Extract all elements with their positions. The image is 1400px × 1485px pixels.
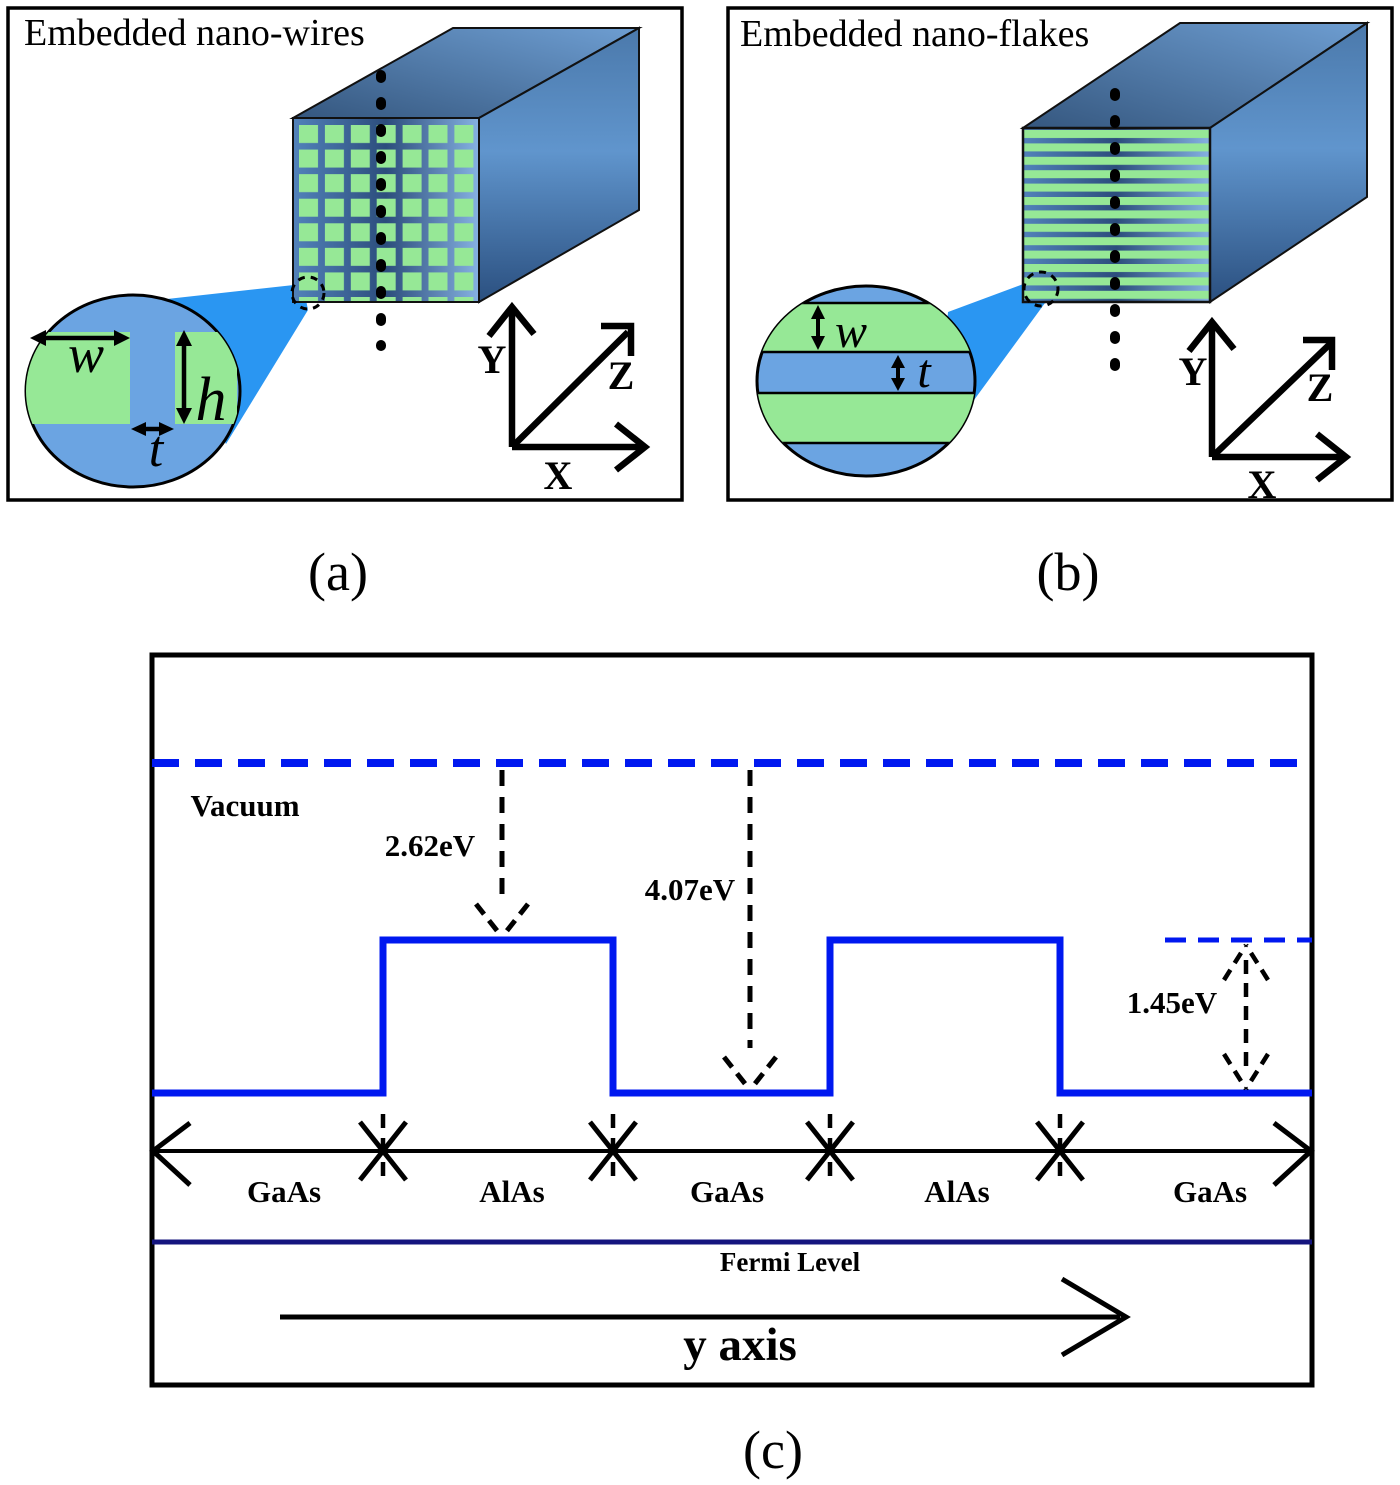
- height-label: h: [196, 366, 227, 434]
- axis-label-x-b: X: [1248, 462, 1277, 507]
- magnifier-cross-section-b: w t: [755, 284, 977, 478]
- z-axis-line-b: [1209, 341, 1333, 460]
- panel-c-band-diagram: Vacuum 2.62eV 4.07eV 1.45eV: [149, 652, 1315, 1480]
- cross-section-layer-green-2: [757, 393, 975, 443]
- nanoflake-block: [1019, 21, 1371, 304]
- panel-b: Embedded nano-flakes: [726, 6, 1394, 602]
- region-label-gaas-1: GaAs: [247, 1174, 321, 1209]
- vacuum-label: Vacuum: [190, 788, 299, 823]
- panel-a: Embedded nano-wires: [6, 6, 684, 602]
- axis-arrowhead-left: [149, 1121, 192, 1187]
- width-label-b: w: [835, 305, 867, 358]
- fermi-level-label: Fermi Level: [720, 1247, 861, 1277]
- region-boundary-ticks: [380, 1114, 1063, 1186]
- y-axis-arrowhead-b: [1186, 316, 1237, 354]
- band-offset-label: 1.45eV: [1127, 985, 1218, 1020]
- work-function-label-gaas: 4.07eV: [645, 872, 736, 907]
- width-label: w: [68, 324, 104, 384]
- x-axis-arrowhead: [613, 421, 651, 473]
- magnifier-cross-section: w h t: [24, 293, 242, 489]
- region-label-alas-2: AlAs: [924, 1174, 989, 1209]
- axis-label-y-b: Y: [1179, 349, 1208, 394]
- panel-b-title: Embedded nano-flakes: [740, 13, 1089, 55]
- y-axis-arrowhead: [486, 301, 537, 339]
- coord-axes-a: [486, 301, 651, 473]
- z-axis-arrowhead-b: [1303, 336, 1336, 370]
- spacing-label: t: [149, 421, 165, 478]
- panel-a-title: Embedded nano-wires: [24, 12, 365, 54]
- zoom-target-circle-b: [1022, 270, 1060, 308]
- axis-arrowhead-right: [1272, 1121, 1315, 1187]
- height-arrow: [176, 330, 192, 424]
- band-edge-profile: [152, 936, 1312, 1097]
- region-label-gaas-2: GaAs: [690, 1174, 764, 1209]
- nanoflake-stripes: [1023, 128, 1210, 302]
- y-axis-direction-arrow: [280, 1276, 1131, 1358]
- x-axis-arrowhead-b: [1314, 431, 1352, 483]
- band-diagram-border: [149, 652, 1315, 1388]
- subfigure-label-c: (c): [743, 1420, 803, 1480]
- z-axis-arrowhead: [601, 322, 635, 356]
- region-label-gaas-3: GaAs: [1173, 1174, 1247, 1209]
- width-arrow: [30, 330, 130, 346]
- work-function-arrow-alas: [474, 770, 530, 939]
- spacing-arrow-b: [891, 355, 905, 391]
- axis-label-y-a: Y: [478, 337, 507, 382]
- zoom-target-circle: [290, 275, 326, 311]
- spacing-arrow: [131, 422, 174, 436]
- z-axis-line: [509, 329, 631, 450]
- subfigure-label-a: (a): [308, 542, 368, 602]
- cross-section-layer-green-1: [757, 303, 975, 352]
- cross-section-square-left: [26, 332, 130, 424]
- spacing-label-b: t: [917, 345, 932, 398]
- axis-label-x-a: X: [544, 453, 573, 498]
- subfigure-label-b: (b): [1037, 542, 1100, 602]
- width-arrow-b: [811, 305, 825, 350]
- band-offset-arrow: [1222, 943, 1270, 1091]
- y-axis-label: y axis: [683, 1319, 797, 1371]
- axis-label-z-a: Z: [608, 353, 635, 398]
- axis-label-z-b: Z: [1307, 365, 1334, 410]
- coord-axes-b: [1186, 316, 1352, 483]
- block-front-outline-b: [1021, 126, 1212, 304]
- work-function-label-alas: 2.62eV: [385, 828, 476, 863]
- work-function-arrow-gaas: [722, 770, 778, 1092]
- position-axis: [149, 1114, 1315, 1187]
- region-label-alas-1: AlAs: [479, 1174, 544, 1209]
- block-front-outline: [292, 117, 480, 303]
